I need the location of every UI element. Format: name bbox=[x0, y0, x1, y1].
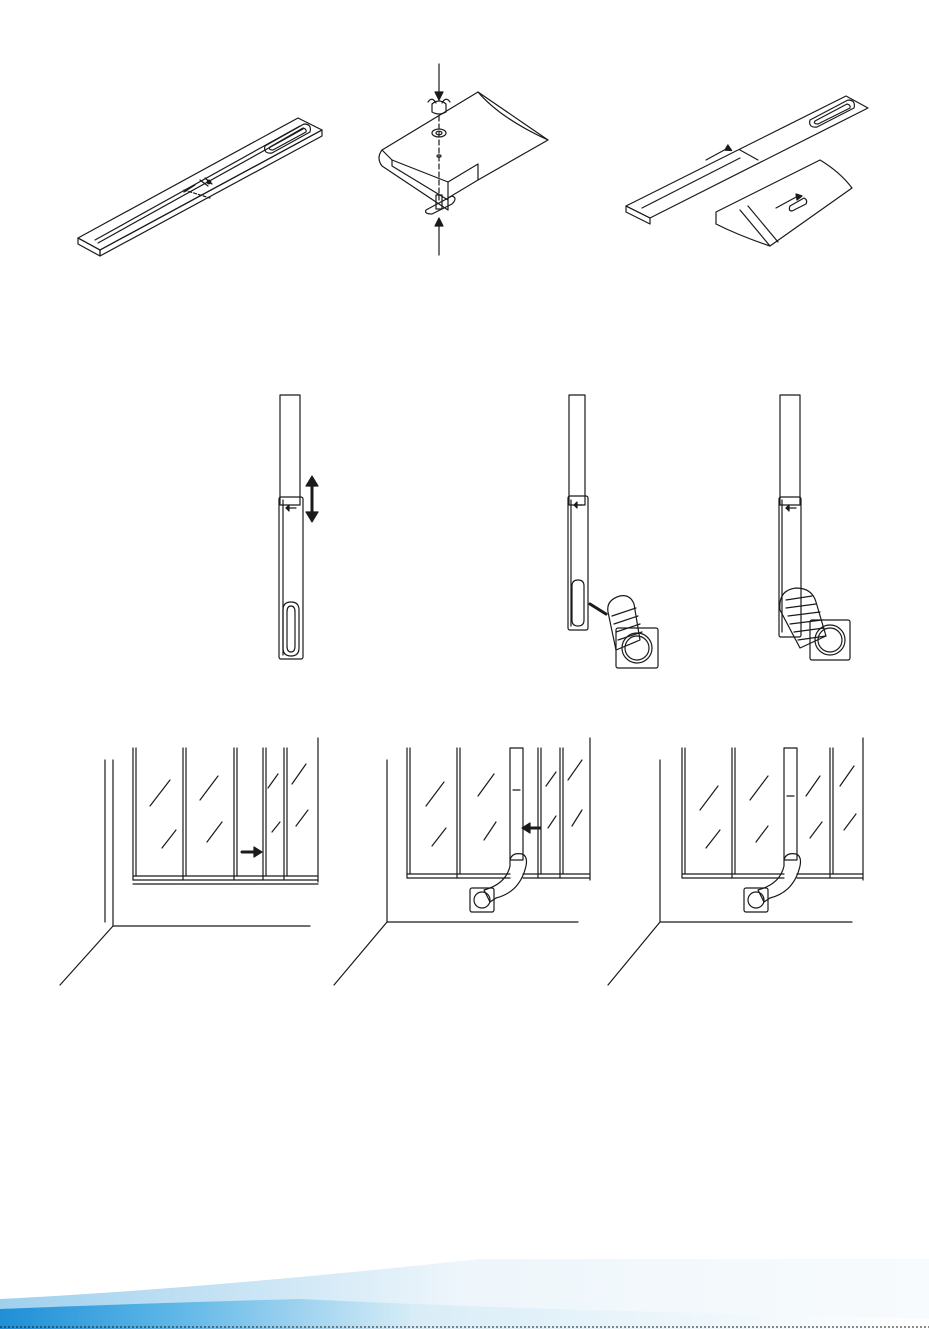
panel-adjust-figure bbox=[279, 395, 318, 659]
hose-connected-figure bbox=[779, 395, 850, 660]
bolt-assembly-figure bbox=[379, 64, 548, 255]
panel-insert-figure bbox=[334, 738, 590, 985]
bracket-slide-figure bbox=[626, 96, 868, 246]
window-close-figure bbox=[608, 738, 863, 985]
footer-decorative-band bbox=[0, 1259, 929, 1329]
bracket-extend-figure bbox=[78, 118, 322, 256]
window-open-figure bbox=[60, 738, 318, 985]
hose-attach-figure bbox=[568, 395, 658, 668]
